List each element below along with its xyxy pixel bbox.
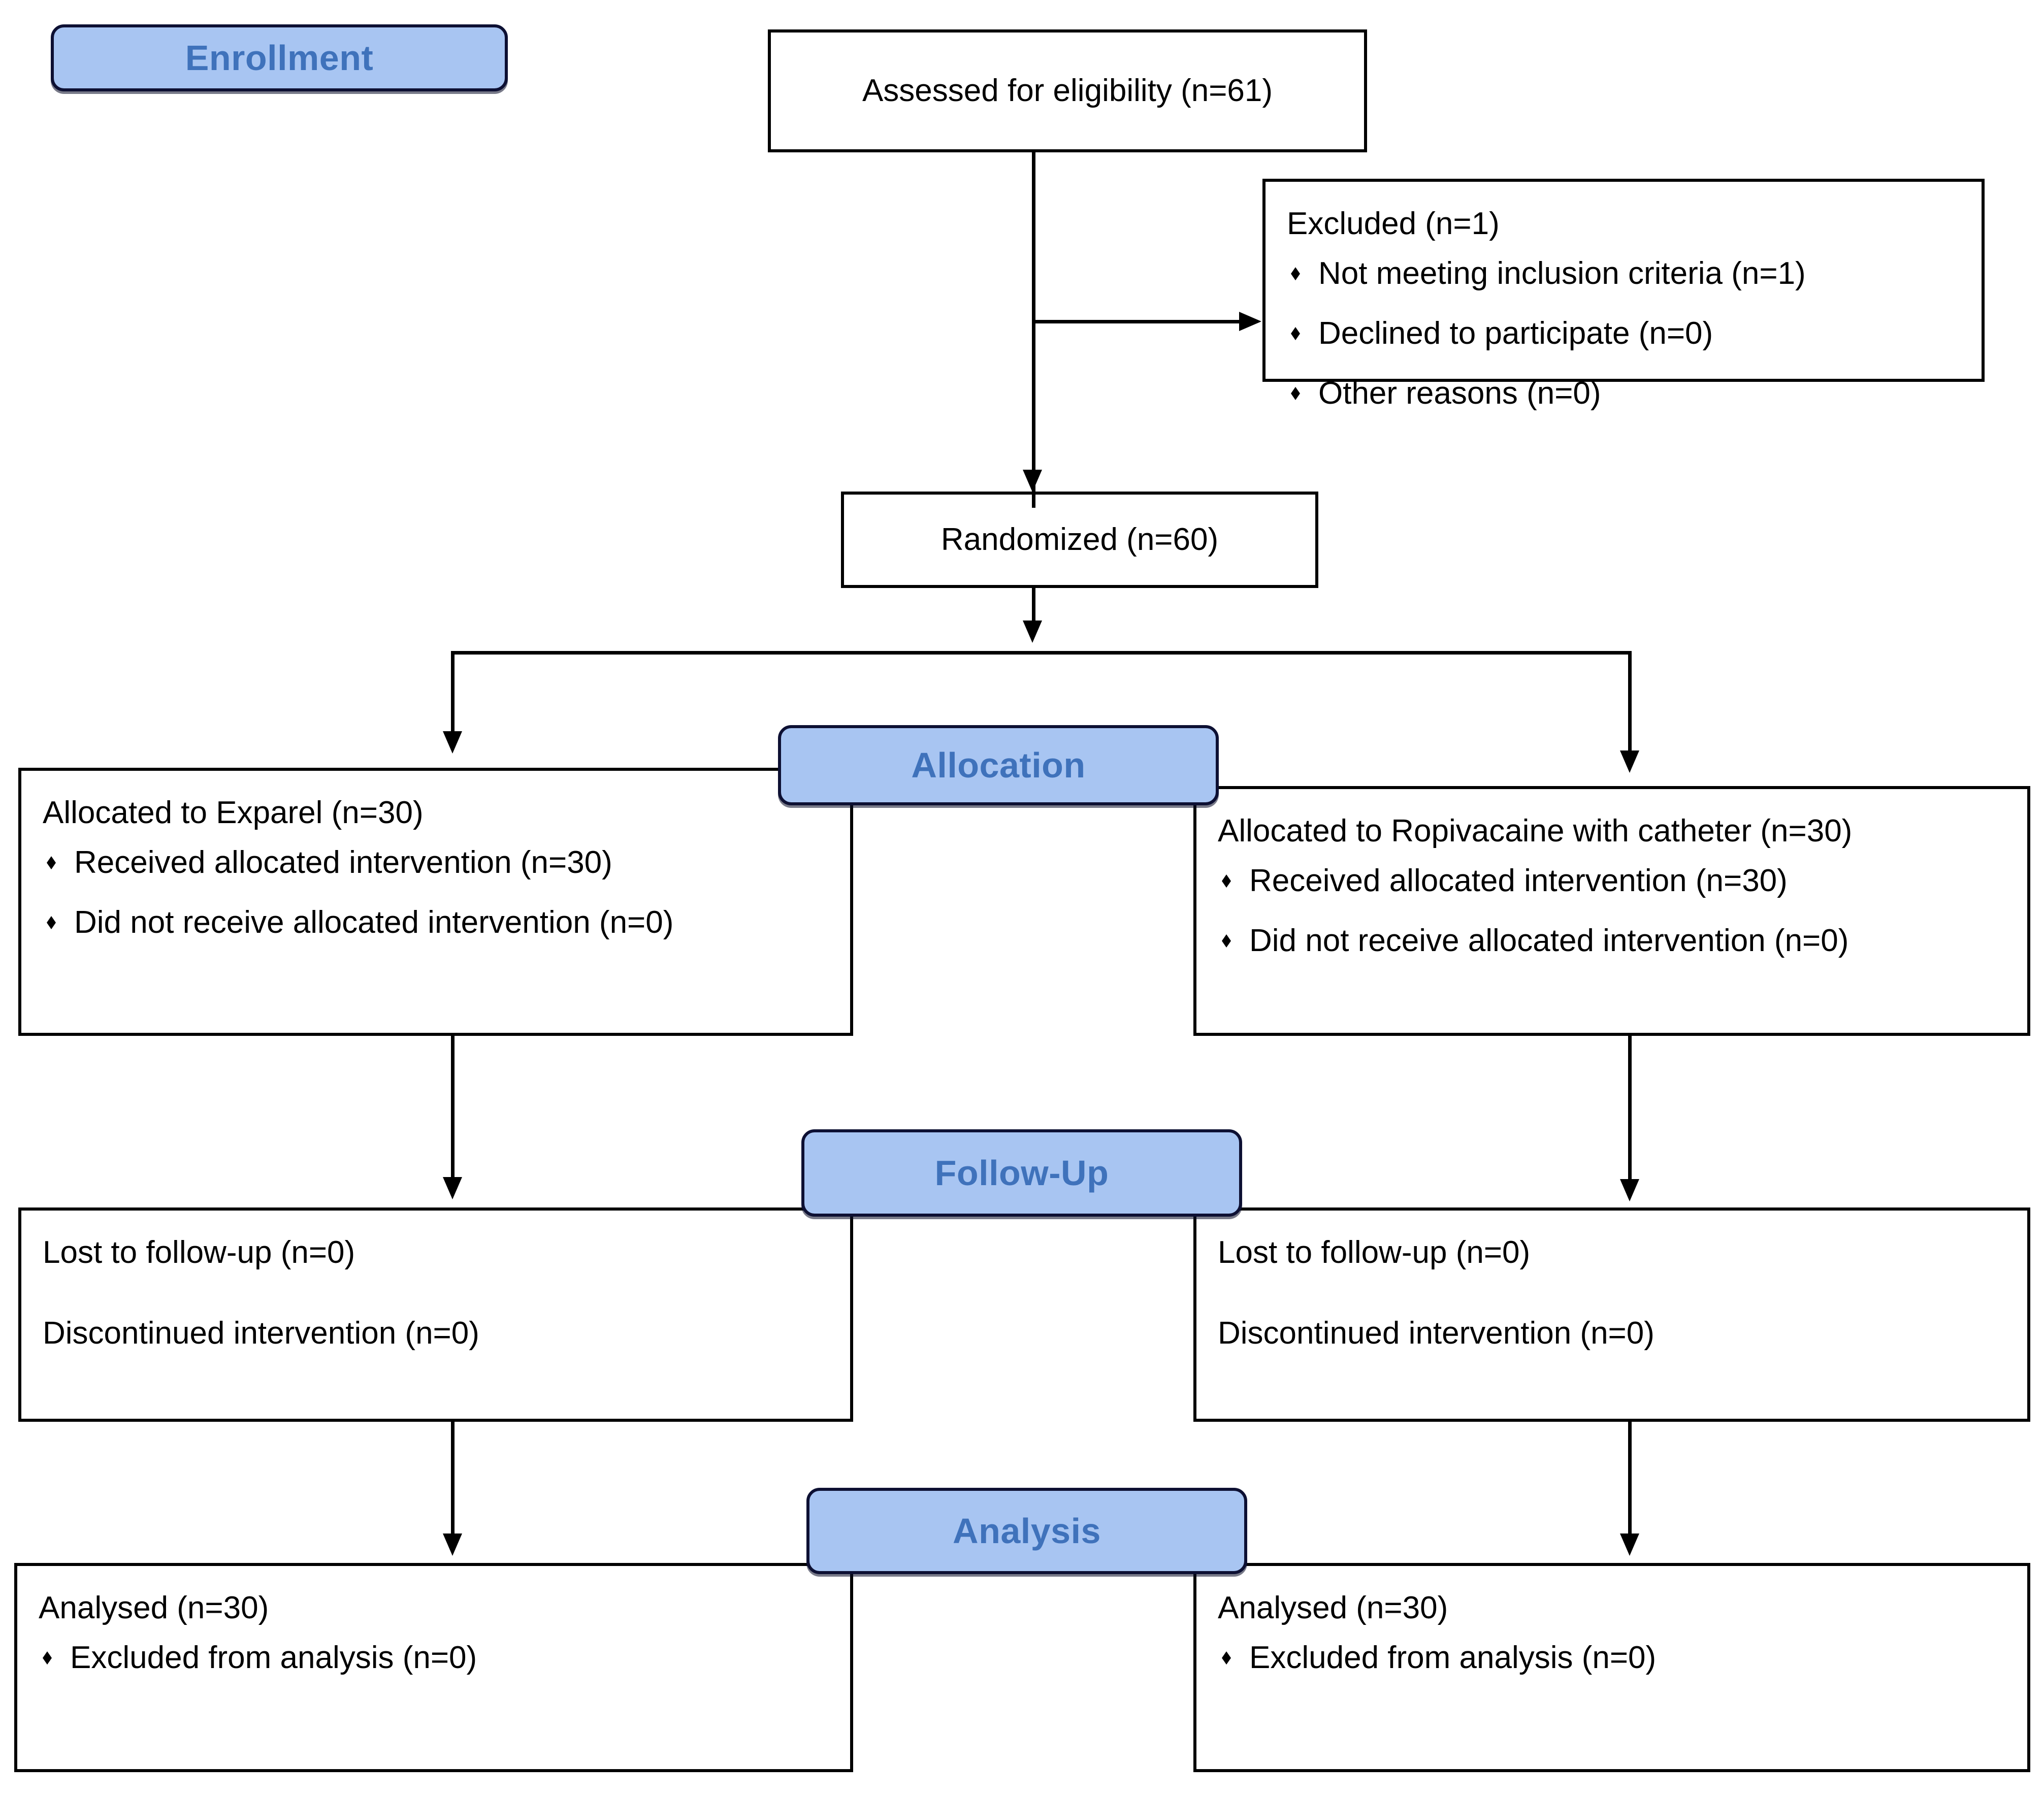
list-item: Not meeting inclusion criteria (n=1)	[1287, 255, 1961, 292]
list-item-label: Other reasons (n=0)	[1318, 375, 1601, 411]
list-item-label: Excluded from analysis (n=0)	[70, 1640, 477, 1676]
node-followup-right: Lost to follow-up (n=0) Discontinued int…	[1193, 1207, 2030, 1422]
node-excluded-bullets: Not meeting inclusion criteria (n=1) Dec…	[1287, 255, 1961, 412]
arrow-down-icon-alloc-left	[443, 731, 462, 754]
node-followup-left-line1: Lost to follow-up (n=0)	[43, 1235, 355, 1270]
stage-label-analysis-text: Analysis	[953, 1511, 1101, 1551]
arrow-down-icon-followup-left	[443, 1177, 462, 1199]
node-analysis-right-title: Analysed (n=30)	[1218, 1590, 1448, 1625]
node-allocation-right-title: Allocated to Ropivacaine with catheter (…	[1218, 813, 1853, 848]
node-allocation-left-title: Allocated to Exparel (n=30)	[43, 795, 424, 830]
list-item-label: Not meeting inclusion criteria (n=1)	[1318, 256, 1806, 291]
connector-followup-right-to-analysis	[1628, 1422, 1632, 1543]
connector-assessed-to-randomized	[1032, 152, 1035, 508]
stage-label-allocation: Allocation	[778, 725, 1219, 805]
arrow-down-icon-analysis-right	[1620, 1533, 1639, 1556]
list-item: Excluded from analysis (n=0)	[1218, 1640, 2007, 1676]
node-followup-right-line2: Discontinued intervention (n=0)	[1218, 1316, 1654, 1351]
connector-assessed-to-excluded	[1032, 320, 1245, 323]
stage-label-allocation-text: Allocation	[911, 745, 1086, 785]
node-analysis-right-bullets: Excluded from analysis (n=0)	[1218, 1640, 2007, 1676]
list-item-label: Received allocated intervention (n=30)	[1249, 863, 1788, 899]
node-randomized: Randomized (n=60)	[841, 492, 1318, 588]
node-excluded: Excluded (n=1) Not meeting inclusion cri…	[1262, 179, 1985, 411]
stage-label-analysis: Analysis	[806, 1488, 1247, 1574]
list-item-label: Received allocated intervention (n=30)	[74, 845, 612, 880]
node-followup-left-line2: Discontinued intervention (n=0)	[43, 1316, 479, 1351]
node-allocation-right-bullets: Received allocated intervention (n=30) D…	[1218, 863, 2007, 959]
list-item-label: Did not receive allocated intervention (…	[74, 905, 674, 940]
connector-allocation-split-bar	[451, 651, 1632, 655]
arrow-right-icon-to-excluded	[1239, 312, 1261, 331]
node-analysis-right: Analysed (n=30) Excluded from analysis (…	[1193, 1563, 2030, 1772]
node-randomized-title: Randomized (n=60)	[940, 522, 1219, 558]
arrow-down-icon-to-split	[1023, 621, 1042, 643]
stage-label-enrollment: Enrollment	[51, 24, 508, 91]
stage-label-followup-text: Follow-Up	[934, 1153, 1109, 1193]
node-analysis-left: Analysed (n=30) Excluded from analysis (…	[14, 1563, 853, 1772]
connector-split-to-alloc-right	[1628, 651, 1632, 759]
node-followup-left: Lost to follow-up (n=0) Discontinued int…	[18, 1207, 853, 1422]
arrow-down-icon-analysis-left	[443, 1533, 462, 1556]
list-item: Did not receive allocated intervention (…	[1218, 923, 2007, 959]
node-assessed-title: Assessed for eligibility (n=61)	[862, 73, 1273, 109]
arrow-down-icon-alloc-right	[1620, 750, 1639, 773]
list-item: Did not receive allocated intervention (…	[43, 904, 830, 941]
connector-split-to-alloc-left	[451, 651, 455, 740]
list-item-label: Excluded from analysis (n=0)	[1249, 1640, 1657, 1676]
list-item: Received allocated intervention (n=30)	[1218, 863, 2007, 899]
arrow-down-icon-to-randomized	[1023, 470, 1042, 492]
connector-alloc-left-to-followup	[451, 1036, 455, 1186]
node-allocation-left: Allocated to Exparel (n=30) Received all…	[18, 768, 853, 1036]
arrow-down-icon-followup-right	[1620, 1179, 1639, 1201]
stage-label-enrollment-text: Enrollment	[185, 38, 374, 78]
node-analysis-left-title: Analysed (n=30)	[39, 1590, 269, 1625]
list-item: Received allocated intervention (n=30)	[43, 844, 830, 881]
node-allocation-right: Allocated to Ropivacaine with catheter (…	[1193, 786, 2030, 1036]
node-assessed-for-eligibility: Assessed for eligibility (n=61)	[768, 29, 1367, 152]
list-item-label: Did not receive allocated intervention (…	[1249, 923, 1849, 959]
node-followup-right-line1: Lost to follow-up (n=0)	[1218, 1235, 1531, 1270]
list-item: Other reasons (n=0)	[1287, 375, 1961, 412]
node-excluded-title: Excluded (n=1)	[1287, 206, 1500, 241]
connector-followup-left-to-analysis	[451, 1422, 455, 1543]
node-allocation-left-bullets: Received allocated intervention (n=30) D…	[43, 844, 830, 941]
list-item: Declined to participate (n=0)	[1287, 315, 1961, 352]
connector-alloc-right-to-followup	[1628, 1036, 1632, 1188]
list-item-label: Declined to participate (n=0)	[1318, 316, 1713, 351]
list-item: Excluded from analysis (n=0)	[39, 1640, 830, 1676]
connector-randomized-stem	[1032, 588, 1035, 630]
node-analysis-left-bullets: Excluded from analysis (n=0)	[39, 1640, 830, 1676]
stage-label-followup: Follow-Up	[801, 1129, 1242, 1217]
